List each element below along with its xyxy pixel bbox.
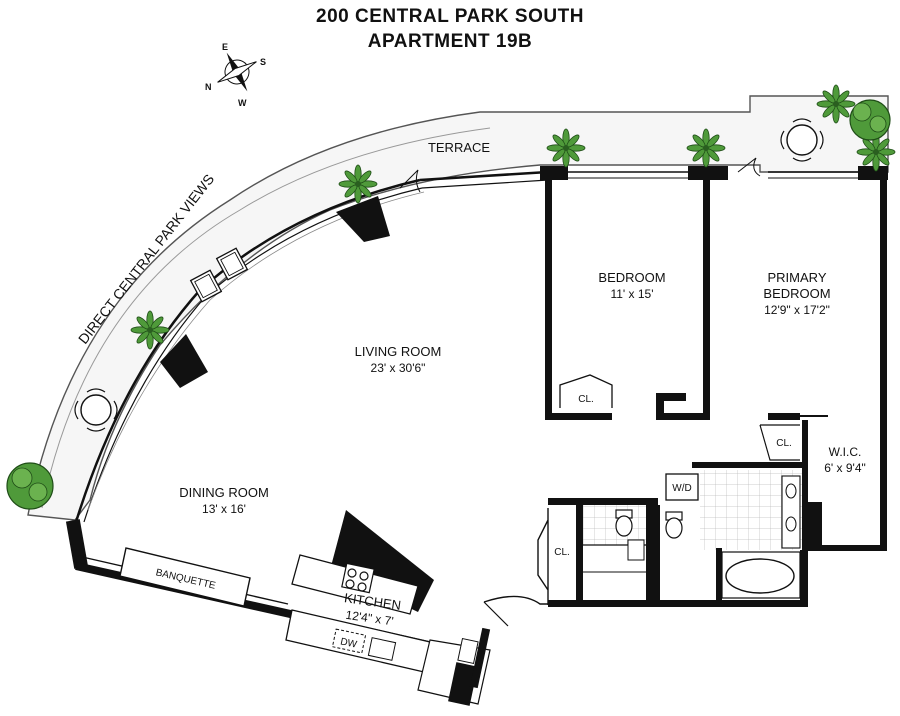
- toilet: [615, 509, 633, 537]
- dining-room-label: DINING ROOM: [179, 485, 269, 500]
- compass-icon: [217, 52, 257, 92]
- entry-door: [483, 595, 548, 605]
- kitchen-sink: [367, 637, 397, 661]
- terrace-outline: [27, 95, 889, 521]
- primary-bedroom-label: PRIMARY: [768, 270, 827, 285]
- primary-bedroom-size: 12'9" x 17'2": [764, 303, 830, 317]
- bathtub: [725, 558, 795, 594]
- terrace-label: TERRACE: [428, 140, 490, 155]
- building-title: 200 CENTRAL PARK SOUTH: [316, 6, 584, 27]
- burner-icons: [345, 568, 369, 592]
- column: [160, 334, 208, 388]
- bedroom-closet: [559, 374, 613, 408]
- living-room-label: LIVING ROOM: [355, 344, 442, 359]
- apartment-title: APARTMENT 19B: [367, 31, 533, 52]
- bedroom-closet-label: CL.: [578, 394, 594, 405]
- sink: [785, 516, 797, 532]
- bedroom-label: BEDROOM: [598, 270, 665, 285]
- sink: [785, 483, 797, 499]
- compass-e: E: [222, 42, 228, 52]
- entry-closet: [537, 508, 549, 605]
- second-bath-floor: [583, 505, 646, 545]
- kitchen-size: 12'4" x 7': [345, 608, 395, 629]
- entry-closet-label: CL.: [554, 547, 570, 558]
- dining-room-size: 13' x 16': [202, 502, 246, 516]
- wic-label: W.I.C.: [829, 445, 862, 459]
- terrace-inner-rail: [41, 127, 491, 509]
- living-room-size: 23' x 30'6": [371, 361, 426, 375]
- wic-closet-label: CL.: [776, 438, 792, 449]
- vanity: [627, 539, 645, 561]
- wic-size: 6' x 9'4": [824, 461, 866, 475]
- terrace-door: [399, 169, 421, 193]
- tree-icon: [849, 99, 891, 141]
- compass-s: S: [260, 57, 266, 67]
- compass-w: W: [238, 98, 247, 108]
- toilet: [665, 511, 683, 539]
- washer-dryer: [665, 473, 699, 501]
- column: [336, 196, 390, 242]
- dishwasher: [331, 628, 367, 654]
- primary-terrace-door: [737, 157, 761, 177]
- bedroom-size: 11' x 15': [610, 287, 653, 301]
- dishwasher-label: DW: [339, 636, 358, 650]
- banquette: [119, 547, 251, 607]
- compass-n: N: [205, 82, 212, 92]
- washer-dryer-label: W/D: [672, 483, 691, 494]
- wic-closet: [759, 424, 800, 461]
- tree-icon: [6, 462, 54, 510]
- primary-bedroom-label-2: BEDROOM: [763, 286, 830, 301]
